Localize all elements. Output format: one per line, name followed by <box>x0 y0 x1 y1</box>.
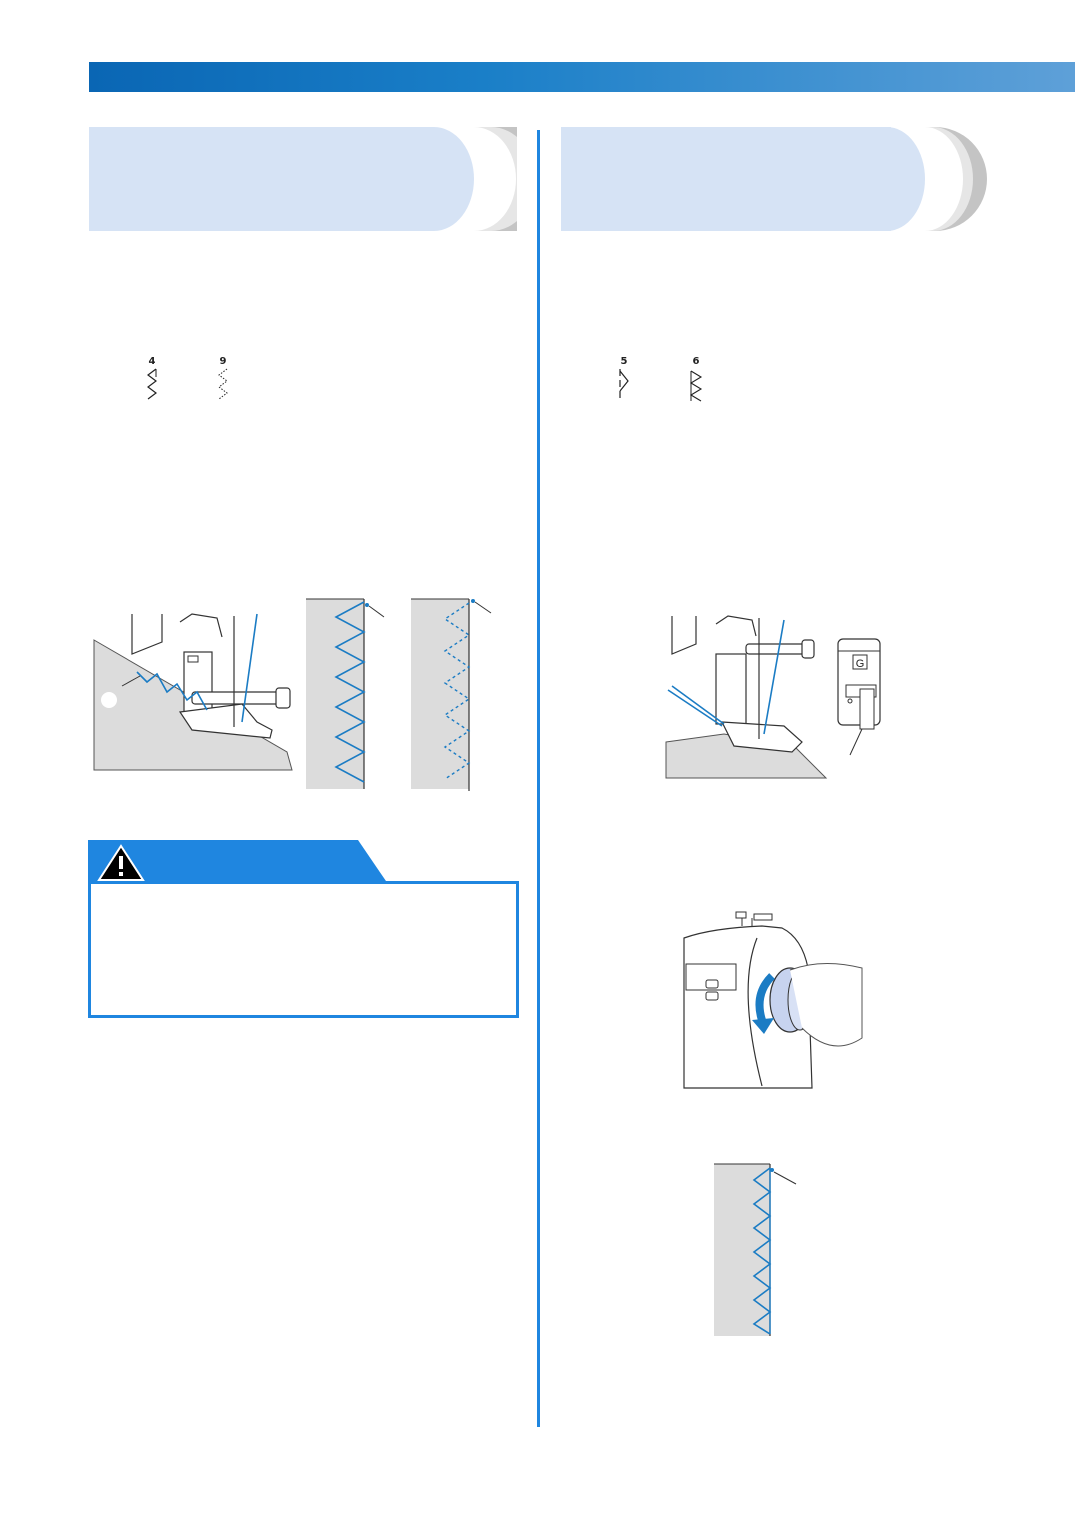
warning-header <box>88 840 388 884</box>
handwheel-turning-illustration <box>683 911 863 1089</box>
presser-foot-sewing-illustration <box>93 613 293 771</box>
overcasting-foot-sewing-illustration <box>665 615 828 779</box>
foot-label: G <box>856 658 865 670</box>
section-tab-right <box>561 127 989 231</box>
column-divider <box>537 130 540 1427</box>
stitch-number: 9 <box>219 356 227 367</box>
dotted-zigzag-edge-sample <box>411 598 492 791</box>
header-bar <box>89 62 1075 92</box>
dotted-zigzag-stitch-icon <box>218 368 228 400</box>
zigzag-edge-sample <box>306 598 385 789</box>
section-tab-left <box>89 127 517 231</box>
presser-foot-g-icon: G <box>837 638 881 756</box>
stitch-option-5: 5 <box>614 357 634 408</box>
zigzag-stitch-icon <box>147 368 157 400</box>
stitch-number: 5 <box>620 356 628 367</box>
warning-triangle-icon <box>97 844 145 881</box>
stitch-option-4: 4 <box>142 357 162 406</box>
overcasting-stitch-icon <box>619 369 629 401</box>
stitch-option-6: 6 <box>686 357 706 408</box>
stitch-number: 4 <box>148 356 156 367</box>
stitch-option-9: 9 <box>213 357 233 406</box>
overcast-edge-sample <box>714 1163 797 1336</box>
stitch-number: 6 <box>692 356 700 367</box>
warning-box <box>88 881 519 1018</box>
double-overcasting-stitch-icon <box>689 370 703 402</box>
